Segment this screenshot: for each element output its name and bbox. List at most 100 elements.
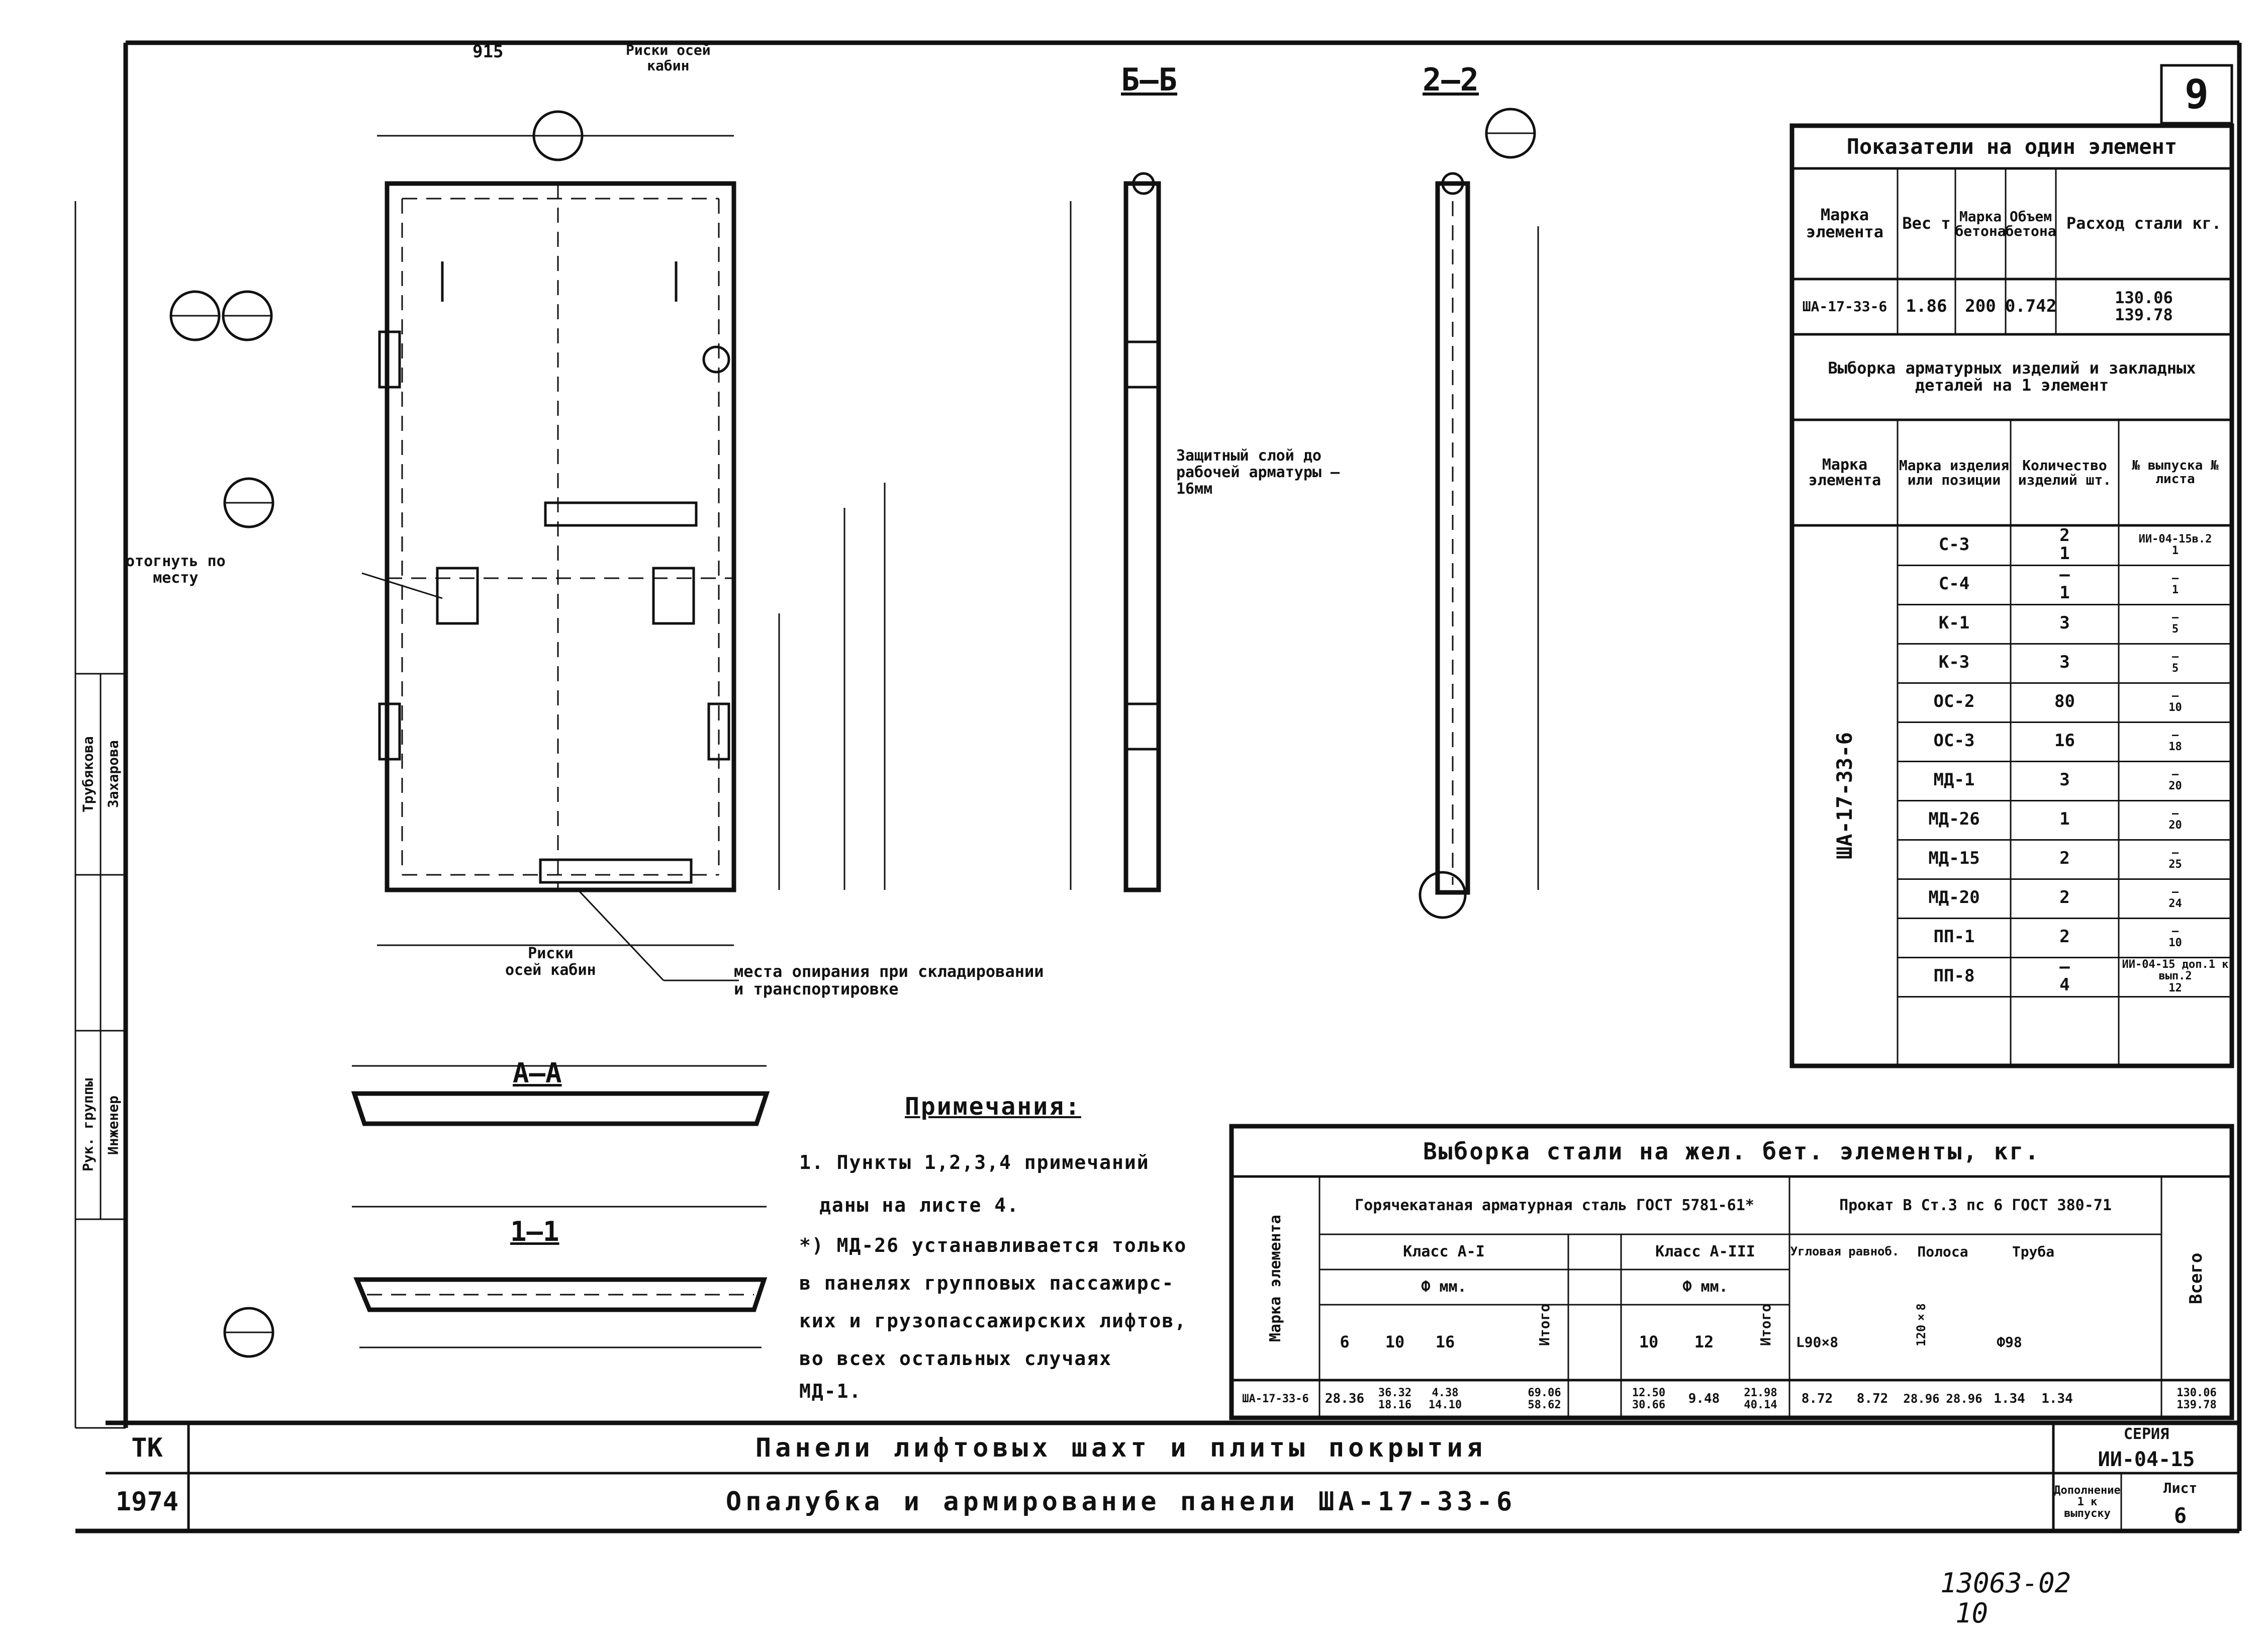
steel-row-c12: 9.48 [1688, 1391, 1720, 1406]
steel-pipe: Труба [2012, 1243, 2055, 1260]
selection-item-sheet: — 18 [2168, 729, 2182, 753]
steel-title: Выборка стали на жел. бет. элементы, кг. [1423, 1137, 2040, 1165]
tb-title1: Панели лифтовых шахт и плиты покрытия [755, 1432, 1487, 1463]
archive-code-suffix: 10 [1955, 1597, 1989, 1629]
selection-item-qty: 1 [2059, 809, 2070, 830]
selection-item-mark: ОС-3 [1933, 731, 1975, 751]
ind-header-steel: Расход стали кг. [2066, 214, 2222, 233]
selection-item-sheet: — 5 [2171, 650, 2179, 675]
dim-915: 915 [472, 42, 504, 62]
selection-title: Выборка арматурных изделий и закладных д… [1828, 358, 2196, 395]
selection-item-qty: — 4 [2059, 957, 2070, 995]
selection-row-divider [1898, 918, 2232, 919]
section-11 [352, 1206, 768, 1348]
cover-label: Защитный слой до рабочей арматуры — 16мм [1176, 447, 1340, 498]
steel-d3-12: 12 [1694, 1332, 1714, 1352]
selection-item-qty: 3 [2059, 613, 2070, 634]
tb-series-value: ИИ-04-15 [2098, 1447, 2195, 1471]
archive-code: 13063-02 10 [1940, 1538, 2071, 1628]
selection-row-divider [1898, 643, 2232, 645]
steel-row-strip: 28.96 [1903, 1391, 1940, 1406]
steel-d1-6: 6 [1340, 1332, 1350, 1352]
selection-item-qty: 3 [2059, 652, 2070, 673]
callouts [169, 108, 1536, 1358]
steel-row-angle: 8.72 [1801, 1391, 1833, 1406]
steel-grid [1229, 1124, 2234, 1420]
steel-d1-10: 10 [1385, 1332, 1405, 1352]
selection-item-qty: 80 [2054, 691, 2075, 712]
steel-row-c16: 4.38 14.10 [1428, 1387, 1462, 1411]
selection-item-qty: 16 [2054, 731, 2075, 751]
steel-row-angle-total: 8.72 [1856, 1391, 1888, 1406]
tb-sheet-label: Лист [2163, 1480, 2198, 1497]
selection-row-divider [1898, 800, 2232, 801]
steel-dia1: Ф мм. [1421, 1278, 1467, 1296]
sheet-frame [74, 40, 2242, 1533]
selection-row-divider [1898, 565, 2232, 566]
selection-item-mark: С-4 [1938, 574, 1970, 594]
sel-header-sheet: № выпуска № листа [2132, 458, 2219, 487]
ind-cell-weight: 1.86 [1906, 296, 1947, 317]
steel-d3-10: 10 [1639, 1332, 1659, 1352]
steel-row-t3: 21.98 40.14 [1744, 1387, 1777, 1411]
selection-row-divider [1898, 878, 2232, 880]
tb-role: Рук. группы [79, 1078, 97, 1172]
sel-header-item: Марка изделия или позиции [1899, 457, 2010, 488]
sel-header-element: Марка элемента [1808, 456, 1881, 489]
ind-cell-concrete: 200 [1965, 296, 1996, 317]
selection-item-mark: МД-20 [1928, 887, 1980, 908]
selection-item-sheet: — 5 [2171, 611, 2179, 636]
selection-item-sheet: — 25 [2168, 846, 2182, 871]
panel-elevation [361, 135, 886, 981]
ind-cell-mark: ША-17-33-6 [1802, 298, 1887, 315]
tb-title2: Опалубка и армирование панели ША-17-33-6 [725, 1487, 1517, 1517]
selection-item-sheet: ИИ-04-15в.2 1 [2138, 532, 2212, 557]
selection-item-mark: К-3 [1938, 652, 1970, 673]
notes-title: Примечания: [905, 1093, 1081, 1121]
selection-item-mark: МД-15 [1928, 848, 1980, 869]
title-block-grid [106, 1420, 2239, 1531]
selection-row-divider [1898, 604, 2232, 605]
steel-row-c10: 36.32 18.16 [1378, 1387, 1412, 1411]
sel-element-mark: ША-17-33-6 [1832, 732, 1857, 859]
ind-header-mark: Марка элемента [1806, 205, 1884, 241]
note-line: в панелях групповых пассажирс- [799, 1272, 1175, 1294]
selection-item-sheet: — 10 [2168, 689, 2182, 714]
bent-label: отогнуть по месту [126, 553, 226, 587]
selection-item-mark: К-1 [1938, 613, 1970, 634]
steel-class1: Класс А-I [1403, 1243, 1485, 1261]
steel-class3: Класс А-III [1655, 1243, 1755, 1261]
steel-row-grand: 130.06 139.78 [2177, 1387, 2217, 1411]
steel-row-c6: 28.36 [1325, 1391, 1365, 1406]
ind-header-weight: Вес т [1902, 214, 1951, 233]
steel-total3: Итого [1757, 1303, 1774, 1346]
selection-item-qty: — 1 [2059, 565, 2070, 603]
tb-name: Трубякова [79, 736, 97, 812]
tb-name: Захарова [105, 740, 122, 808]
tb-org: ТК [131, 1432, 163, 1463]
steel-row-c10b: 12.50 30.66 [1632, 1387, 1666, 1411]
steel-row-pipe-total: 1.34 [2041, 1391, 2073, 1406]
selection-row-divider [1898, 957, 2232, 958]
archive-code-main: 13063-02 [1940, 1567, 2071, 1599]
section-title-bb: Б—Б [1121, 61, 1177, 98]
sel-header-qty: Количество изделий шт. [2018, 457, 2112, 488]
section-22 [1419, 172, 1539, 919]
selection-row-divider [1898, 761, 2232, 762]
selection-item-mark: ПП-1 [1933, 927, 1975, 947]
ind-header-concrete: Марка бетона [1955, 208, 2006, 239]
ind-cell-volume: 0.742 [2005, 296, 2057, 317]
tb-addition: Дополнение 1 к выпуску [2054, 1484, 2121, 1520]
steel-angle-size: L90×8 [1795, 1334, 1839, 1351]
steel-total1: Итого [1536, 1303, 1553, 1346]
ind-cell-steel: 130.06 139.78 [2115, 288, 2173, 324]
selection-item-qty: 2 1 [2059, 525, 2070, 564]
selection-row-divider [1898, 721, 2232, 723]
note-line: даны на листе 4. [819, 1194, 1020, 1216]
selection-item-mark: ОС-2 [1933, 691, 1975, 712]
steel-row-strip-total: 28.96 [1946, 1391, 1982, 1406]
note-line: *) МД-26 устанавливается только [799, 1234, 1187, 1256]
selection-item-sheet: ИИ-04-15 доп.1 к вып.2 12 [2122, 958, 2229, 994]
note-line: ких и грузопассажирских лифтов, [799, 1310, 1187, 1332]
